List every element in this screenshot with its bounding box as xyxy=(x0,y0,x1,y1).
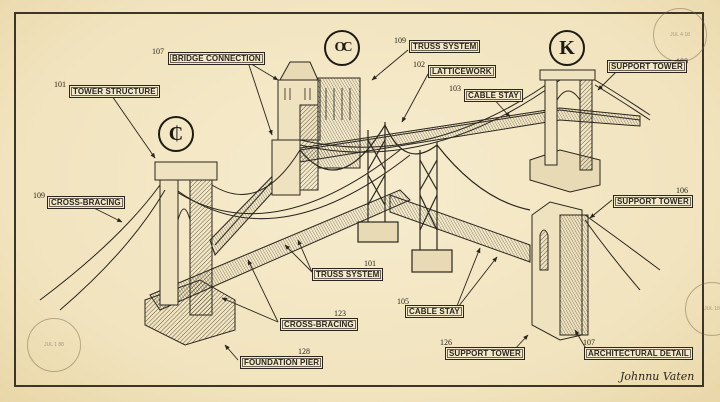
monogram-c-icon: ₵ xyxy=(158,116,194,152)
ref-number: 109 xyxy=(33,191,45,200)
ref-number: 128 xyxy=(298,347,310,356)
ref-number: 101 xyxy=(54,80,66,89)
label-bridge-connection: BRIDGE CONNECTION xyxy=(168,52,265,65)
ref-number: 105 xyxy=(397,297,409,306)
drawing-border xyxy=(14,12,704,387)
ref-number: 102 xyxy=(413,60,425,69)
tower-front-left xyxy=(39,149,301,346)
signature: Johnnu Vaten xyxy=(620,370,695,383)
ref-number: 107 xyxy=(583,338,595,347)
label-tower-structure: TOWER STRUCTURE xyxy=(69,85,160,98)
ref-number: 126 xyxy=(440,338,452,347)
ref-number: 109 xyxy=(394,36,406,45)
ref-number: 103 xyxy=(449,84,461,93)
postmark-stamp-bottom-left: JUL 1 88 xyxy=(27,318,81,372)
label-latticework: LATTICEWORK xyxy=(428,65,496,78)
label-cross-bracing-left: CROSS-BRACING xyxy=(47,196,125,209)
label-truss-system-bottom: TRUSS SYSTEM xyxy=(312,268,384,281)
label-support-tower-100: SUPPORT TOWER xyxy=(607,60,687,73)
ref-number: 107 xyxy=(152,47,164,56)
building-connection xyxy=(271,61,361,196)
ref-number: 123 xyxy=(334,309,346,318)
ref-number: 106 xyxy=(676,186,688,195)
label-truss-system-top: TRUSS SYSTEM xyxy=(409,40,481,53)
monogram-k-icon: K xyxy=(549,30,585,66)
deck-front-right xyxy=(149,149,531,311)
postmark-stamp-top-right: JUL 4 18 xyxy=(653,8,707,62)
ref-number: 101 xyxy=(364,259,376,268)
tower-front-right xyxy=(531,201,661,341)
tower-right-back xyxy=(529,69,651,193)
label-cross-bracing-bottom: CROSS-BRACING xyxy=(280,318,358,331)
label-support-tower-106: SUPPORT TOWER xyxy=(613,195,693,208)
label-cable-stay-bottom: CABLE STAY xyxy=(405,305,464,318)
label-support-tower-126: SUPPORT TOWER xyxy=(445,347,525,360)
label-architectural-detail: ARCHITECTURAL DETAIL xyxy=(584,347,693,360)
label-foundation-pier: FOUNDATION PIER xyxy=(240,356,324,369)
label-cable-stay-top: CABLE STAY xyxy=(464,89,523,102)
monogram-oc-icon: OC xyxy=(324,30,360,66)
